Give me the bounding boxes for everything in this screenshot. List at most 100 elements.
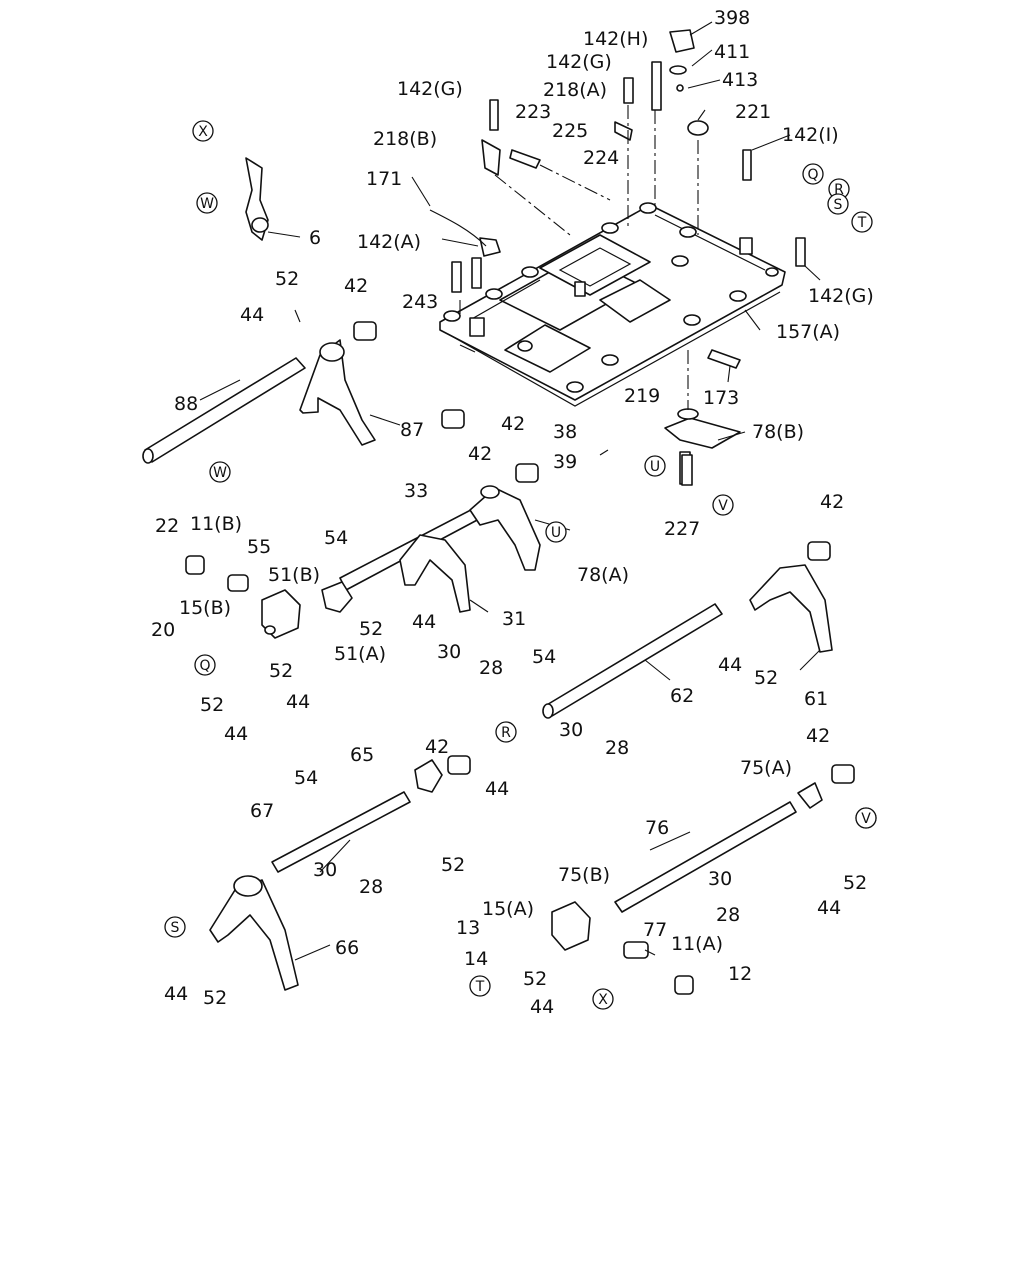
callout-c44b: 44 [412, 611, 436, 633]
callout-labels: 398142(H)411142(G)413142(G)218(A)2212231… [151, 7, 874, 1018]
spacer-77 [623, 941, 649, 959]
callout-c22: 22 [155, 515, 179, 537]
callout-c78a: 78(A) [577, 564, 629, 586]
callout-c224: 224 [583, 147, 619, 169]
callout-c31: 31 [502, 608, 526, 630]
callout-c218a: 218(A) [543, 79, 607, 101]
bolt-243 [451, 257, 482, 293]
callout-c14: 14 [464, 948, 488, 970]
shift-shaft-62 [542, 603, 723, 719]
ref-letter-rV3: V [861, 811, 871, 827]
assembly-lines [459, 105, 699, 410]
callout-c171: 171 [366, 168, 402, 190]
ref-circle-rV3: V [855, 807, 877, 829]
callout-c88: 88 [174, 393, 198, 415]
callout-c11b: 11(B) [190, 513, 242, 535]
callout-c51a: 51(A) [334, 643, 386, 665]
ref-circle-rU1: U [545, 521, 567, 543]
ref-circle-rT2: T [469, 975, 491, 997]
ref-circle-rW1: W [196, 192, 218, 214]
callout-c6: 6 [309, 227, 321, 249]
callout-c76: 76 [645, 817, 669, 839]
callout-c54b: 54 [532, 646, 556, 668]
callout-c38: 38 [553, 421, 577, 443]
bracket-218b [481, 139, 501, 176]
ref-letter-rQ2: Q [199, 658, 210, 674]
shift-fork-78a [469, 485, 541, 571]
callout-c142i: 142(I) [782, 124, 839, 146]
callout-c413: 413 [722, 69, 758, 91]
callout-c12: 12 [728, 963, 752, 985]
ref-letter-rS2: S [171, 920, 180, 936]
callout-c33: 33 [404, 480, 428, 502]
ref-circle-rS1: S [827, 193, 849, 215]
callout-c42e: 42 [425, 736, 449, 758]
callout-c30a: 30 [437, 641, 461, 663]
callout-c52b: 52 [359, 618, 383, 640]
shift-fork-66 [209, 875, 299, 991]
callout-c157a: 157(A) [776, 321, 840, 343]
callout-c39: 39 [553, 451, 577, 473]
callout-c30d: 30 [708, 868, 732, 890]
bracket-218a [614, 121, 633, 141]
callout-c142a: 142(A) [357, 231, 421, 253]
ref-circle-rS2: S [164, 916, 186, 938]
ref-letter-rU2: U [650, 459, 660, 475]
callout-c55: 55 [247, 536, 271, 558]
callout-c20: 20 [151, 619, 175, 641]
ref-letter-rX1: X [198, 124, 208, 140]
ref-letter-rW1: W [200, 196, 214, 212]
callout-c142h: 142(H) [583, 28, 648, 50]
callout-c51b: 51(B) [268, 564, 320, 586]
callout-c30c: 30 [313, 859, 337, 881]
callout-c52e: 52 [200, 694, 224, 716]
callout-c77: 77 [643, 919, 667, 941]
callout-c223: 223 [515, 101, 551, 123]
ref-circle-rQ1: Q [802, 163, 824, 185]
bolt-223 [509, 149, 541, 169]
callout-c42a: 42 [344, 275, 368, 297]
plug-12 [674, 975, 694, 995]
callout-c44c: 44 [718, 654, 742, 676]
leader-lines [199, 21, 821, 961]
ref-letter-rS1: S [834, 197, 843, 213]
callout-c142g3: 142(G) [808, 285, 874, 307]
callout-c15a: 15(A) [482, 898, 534, 920]
callout-c30b: 30 [559, 719, 583, 741]
bolt-142g-top [623, 77, 634, 104]
nut-221 [687, 120, 709, 136]
top-cover-housing [439, 202, 786, 407]
ref-letter-rR1: R [834, 182, 844, 198]
bolt-142g-right [795, 237, 806, 267]
callout-c142g2: 142(G) [397, 78, 463, 100]
callout-c15b: 15(B) [179, 597, 231, 619]
callout-c28c: 28 [359, 876, 383, 898]
callout-c28d: 28 [716, 904, 740, 926]
shift-fork-31 [399, 534, 471, 613]
ref-circle-rX1: X [192, 120, 214, 142]
callout-c44g: 44 [817, 897, 841, 919]
ref-letter-rT1: T [857, 215, 867, 231]
callout-c78b: 78(B) [752, 421, 804, 443]
bolt-142g-left [489, 99, 499, 131]
callout-c42b: 42 [501, 413, 525, 435]
callout-c52a: 52 [275, 268, 299, 290]
ref-letter-rU1: U [551, 525, 561, 541]
callout-c28a: 28 [479, 657, 503, 679]
bushing-42-items [353, 321, 855, 784]
callout-c11a: 11(A) [671, 933, 723, 955]
callout-c54a: 54 [324, 527, 348, 549]
callout-c44h: 44 [164, 983, 188, 1005]
sensor-398 [669, 29, 695, 92]
callout-c52f: 52 [441, 854, 465, 876]
callout-c61: 61 [804, 688, 828, 710]
ref-letter-rT2: T [475, 979, 485, 995]
callout-c44i: 44 [530, 996, 554, 1018]
callout-c44f: 44 [485, 778, 509, 800]
callout-c75a: 75(A) [740, 757, 792, 779]
shift-shaft-76 [614, 801, 797, 913]
ref-circle-rT1: T [851, 211, 873, 233]
callout-c225: 225 [552, 120, 588, 142]
block-51a [321, 581, 353, 613]
ref-circle-rV1: V [712, 494, 734, 516]
